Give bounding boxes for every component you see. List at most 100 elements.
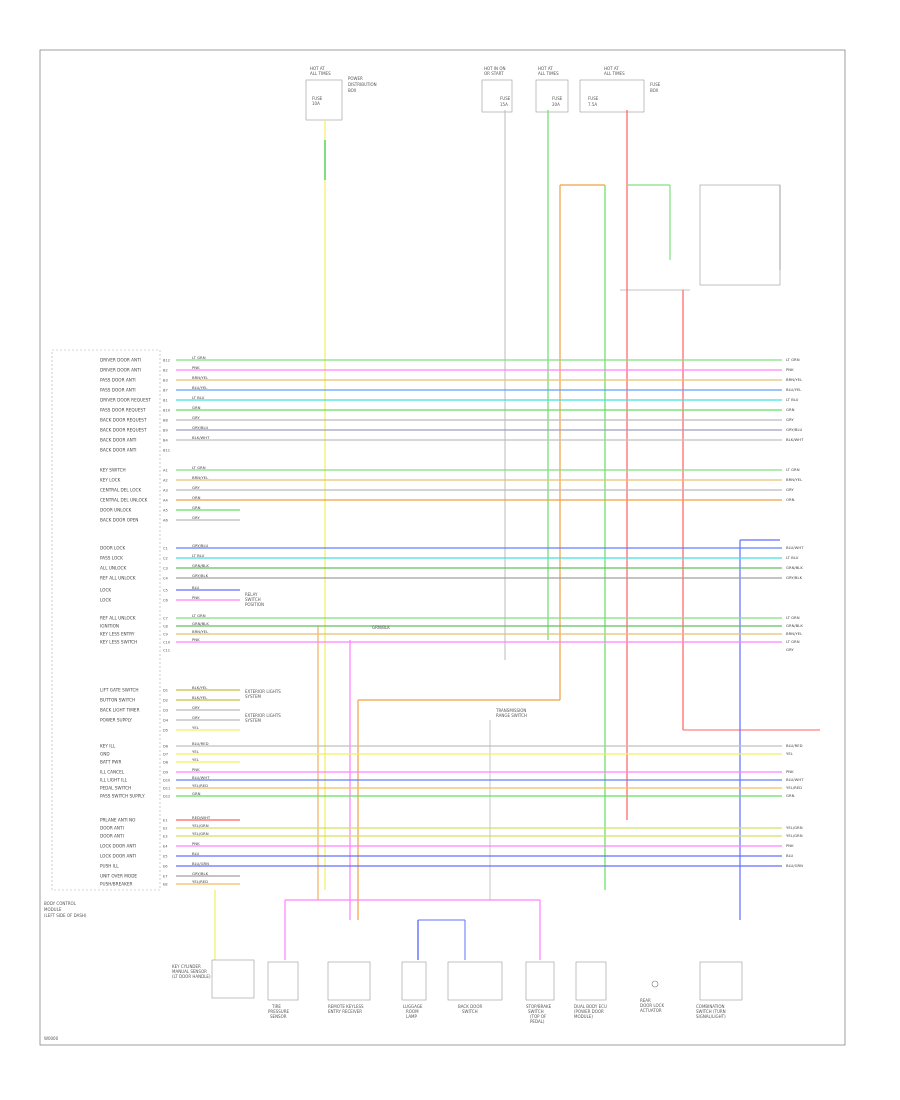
wire-code-left-37: YEL/RED: [192, 783, 208, 788]
body-control-module-outline: [51, 349, 161, 891]
wire-code-right-11: BRN/YEL: [786, 477, 803, 482]
pin-label-12: CENTRAL DEL LOCK: [100, 488, 141, 493]
pin-label-40: DOOR ANTI: [100, 826, 124, 831]
wire-code-right-25: LT GRN: [786, 639, 800, 644]
pin-label-28: BUTTON SWITCH: [100, 698, 135, 703]
pin-label-5: PASS DOOR REQUEST: [100, 408, 146, 413]
wire-code-right-19: GRY/BLK: [786, 575, 803, 580]
wire-code-left-35: PNK: [192, 767, 200, 772]
pin-label-35: ILL CANCEL: [100, 770, 125, 775]
comp-lamp-3: LAMP: [406, 1014, 418, 1019]
wire-code-right-0: LT GRN: [786, 357, 800, 362]
wire-code-right-26: GRY: [786, 647, 794, 652]
wire-code-right-12: GRY: [786, 487, 794, 492]
pin-id-15: A6: [163, 519, 168, 523]
pin-label-23: IGNITION: [100, 624, 119, 629]
comp-key-3: (LT DOOR HANDLE): [172, 974, 211, 979]
wire-code-left-41: YEL/GRN: [192, 831, 209, 836]
fuse-box-c: [535, 79, 569, 113]
pin-label-42: LOCK DOOR ANTI: [100, 844, 136, 849]
back-door-switch-box: [447, 961, 503, 1001]
wire-code-left-21: PNK: [192, 595, 200, 600]
luggage-lamp-box: [401, 961, 427, 1001]
comp-bds-1: BACK DOOR: [458, 1004, 482, 1009]
comp-ecu-1: DUAL BODY ECU: [574, 1004, 607, 1009]
wire-code-left-19: GRY/BLK: [192, 573, 209, 578]
wire-code-left-0: LT GRN: [192, 355, 206, 360]
pin-id-22: C7: [163, 617, 168, 621]
wire-code-right-16: BLU/WHT: [786, 545, 804, 550]
fuse-box-d: [579, 79, 645, 113]
combination-switch-box: [699, 961, 743, 1001]
wire-code-right-42: PNK: [786, 843, 794, 848]
comp-lamp-2: ROOM: [406, 1009, 419, 1014]
comp-tire-2: PRESSURE: [268, 1009, 290, 1014]
side-label-relay-1: RELAY: [245, 592, 258, 597]
pin-id-7: B9: [163, 429, 168, 433]
wire-code-right-35: PNK: [786, 769, 794, 774]
pin-label-34: BATT PWR: [100, 760, 121, 765]
pin-id-0: B12: [163, 359, 170, 363]
pin-label-17: PASS LOCK: [100, 556, 123, 561]
fuse-a-desc-2: DISTRIBUTION: [348, 82, 377, 87]
pin-id-19: C4: [163, 577, 169, 581]
diagram-frame: [39, 49, 846, 1046]
wire-code-left-11: BRN/YEL: [192, 475, 209, 480]
comp-key-2: MANUAL SENSOR: [172, 969, 207, 974]
wire-code-left-42: PNK: [192, 841, 200, 846]
pin-id-1: B2: [163, 369, 168, 373]
pin-label-13: CENTRAL DEL UNLOCK: [100, 498, 148, 503]
top-fuse-area: HOT AT ALL TIMES FUSE 10A POWER DISTRIBU…: [305, 66, 661, 121]
wire-code-left-10: LT GRN: [192, 465, 206, 470]
footer-code: W0000: [44, 1036, 59, 1041]
wire-code-right-10: LT GRN: [786, 467, 800, 472]
pin-id-17: C2: [163, 557, 168, 561]
pin-label-29: BACK LIGHT TIMER: [100, 708, 140, 713]
pin-id-11: A2: [163, 479, 168, 483]
pin-id-46: E8: [163, 883, 168, 887]
pin-id-31: D5: [163, 729, 168, 733]
comp-combo-3: SIGNAL/LIGHT): [696, 1014, 726, 1019]
pin-id-3: B7: [163, 389, 168, 393]
wire-code-right-18: GRN/BLK: [786, 565, 803, 570]
wire-code-right-13: ORN: [786, 497, 795, 502]
wire-code-right-38: GRN: [786, 793, 795, 798]
fuse-d-desc-2: BOX: [650, 88, 659, 93]
wire-code-left-17: LT BLU: [192, 553, 205, 558]
pin-label-14: DOOR UNLOCK: [100, 508, 132, 513]
comp-tire-3: SENSOR: [270, 1014, 287, 1019]
pin-label-43: LOCK DOOR ANTI: [100, 854, 136, 859]
pin-id-27: D1: [163, 689, 168, 693]
module-label-3: (LEFT SIDE OF DASH): [44, 913, 87, 918]
comp-ecu-2: (POWER DOOR: [574, 1009, 604, 1014]
comp-lamp-1: LUGGAGE: [403, 1004, 423, 1009]
pin-id-29: D3: [163, 709, 168, 713]
wire-code-left-14: GRN: [192, 505, 201, 510]
pin-label-7: BACK DOOR REQUEST: [100, 428, 147, 433]
pin-id-33: D7: [163, 753, 168, 757]
side-label-relay-3: POSITION: [245, 602, 264, 607]
module-label-2: MODULE: [44, 907, 62, 912]
side-label-ext-2a: EXTERIOR LIGHTS: [245, 713, 281, 718]
wire-code-right-23: GRN/BLK: [786, 623, 803, 628]
comp-combo-2: SWITCH (TURN: [696, 1009, 726, 1014]
pin-id-10: A1: [163, 469, 168, 473]
pin-id-24: C9: [163, 633, 169, 637]
relay-box: [699, 184, 781, 286]
wire-code-left-29: GRY: [192, 705, 200, 710]
comp-rear-3: ACTUATOR: [640, 1008, 662, 1013]
pin-label-25: KEY LESS SWITCH: [100, 640, 137, 645]
wire-code-left-39: RED/WHT: [192, 815, 211, 820]
pin-id-36: D10: [163, 779, 171, 783]
pin-id-16: C1: [163, 547, 168, 551]
pin-id-43: E5: [163, 855, 168, 859]
wire-code-left-18: GRN/BLK: [192, 563, 209, 568]
pin-id-12: A3: [163, 489, 168, 493]
wire-code-left-36: BLU/WHT: [192, 775, 210, 780]
fuse-d-desc-1: FUSE: [650, 82, 661, 87]
fuse-box-a: [305, 79, 343, 121]
pin-id-35: D9: [163, 771, 169, 775]
bottom-components: KEY CYLINDER MANUAL SENSOR (LT DOOR HAND…: [172, 959, 743, 1024]
fuse-a-desc-1: POWER: [348, 76, 363, 81]
